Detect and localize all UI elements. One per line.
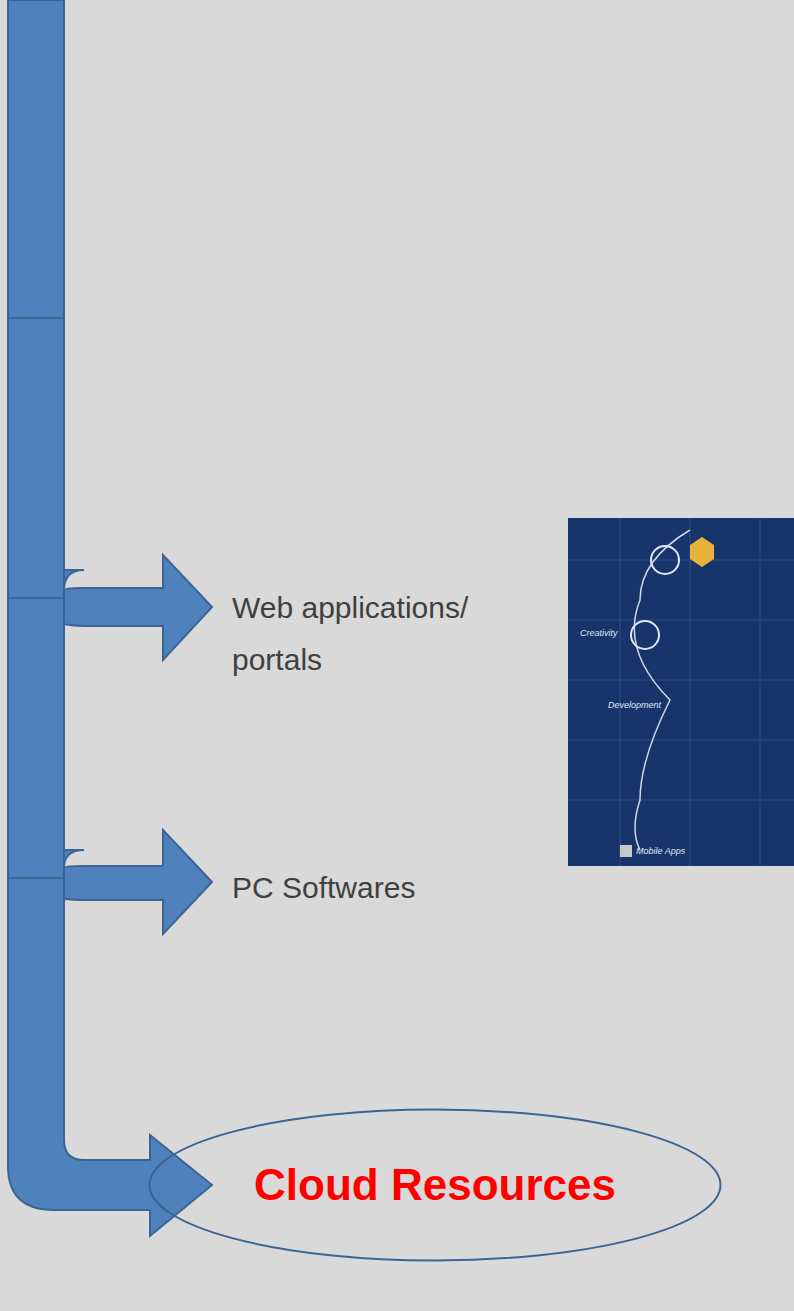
picture-text: Development xyxy=(608,700,688,710)
bar-cover xyxy=(10,2,62,1150)
ellipse-node: Cloud Resources xyxy=(148,1108,722,1262)
main-bar xyxy=(8,0,212,1236)
branch-arrow xyxy=(40,830,212,934)
divider xyxy=(8,877,64,879)
picture-text: Creativity xyxy=(580,628,650,638)
picture-text: Mobile Apps xyxy=(636,846,716,856)
branch-label: Web applications/ portals xyxy=(232,582,552,686)
illustration xyxy=(568,518,794,866)
branch-arrow xyxy=(40,555,212,660)
divider xyxy=(8,317,64,319)
divider xyxy=(8,597,64,599)
branch-label: PC Softwares xyxy=(232,862,552,914)
node-text: Cloud Resources xyxy=(254,1160,616,1210)
